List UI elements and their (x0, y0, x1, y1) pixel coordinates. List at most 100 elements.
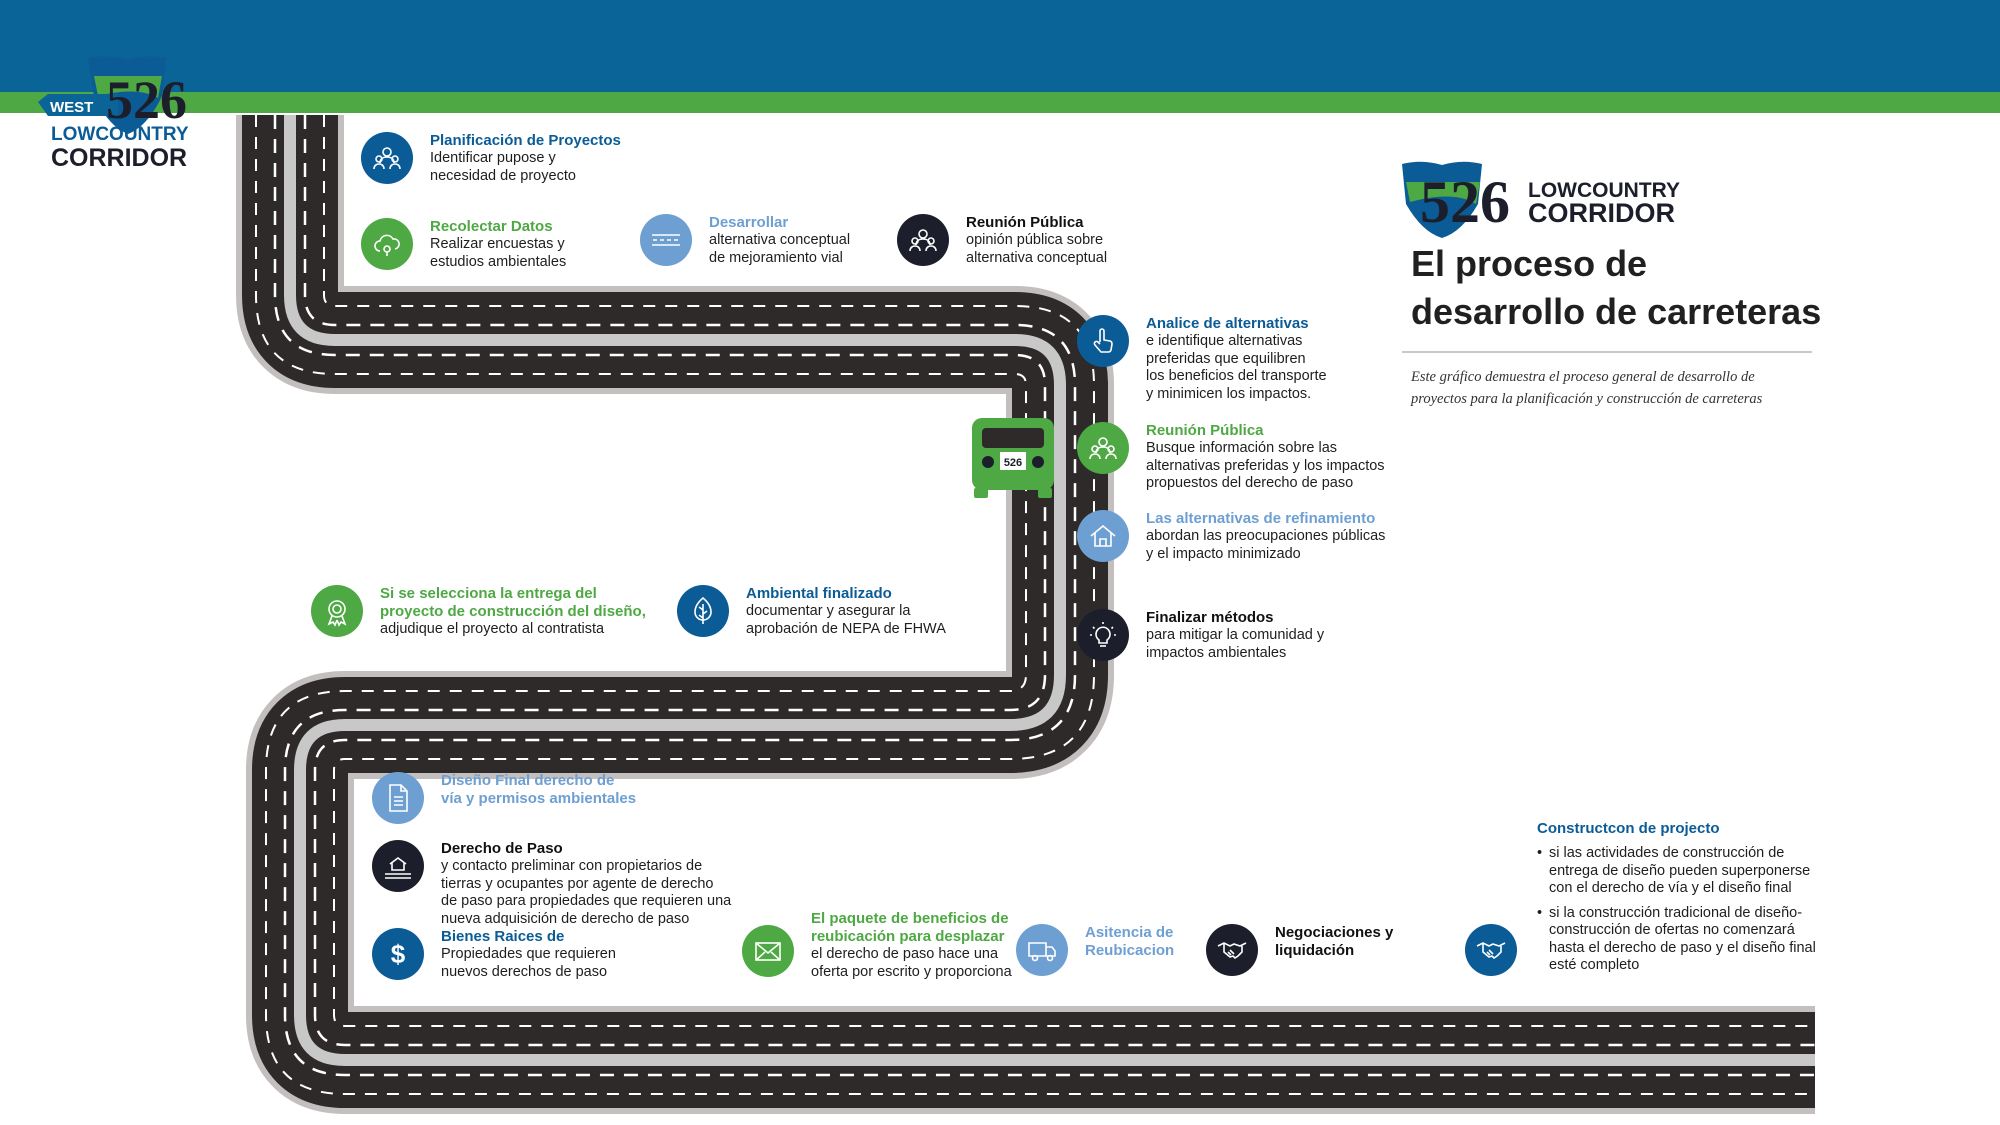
step-desc-line: alternativa conceptual (966, 249, 1108, 266)
envelope-icon (742, 925, 794, 977)
construction-bullet: si las actividades de construcción de en… (1537, 845, 1827, 898)
step-desc-line: necesidad de proyecto (430, 167, 576, 184)
road-icon (640, 214, 692, 266)
step-title: Negociaciones y (1275, 924, 1394, 941)
step-desc-line: alternativa conceptual (709, 232, 851, 248)
step-title: Las alternativas de refinamiento (1146, 510, 1376, 527)
handshake-icon (1465, 924, 1517, 976)
logo-number: 526 (106, 70, 187, 130)
property-icon (372, 840, 424, 892)
step-desc-line: los beneficios del transporte (1146, 368, 1327, 384)
leaf-icon (677, 585, 729, 637)
construction-bullets: si las actividades de construcción de en… (1525, 845, 1827, 982)
logo-main-line1: LOWCOUNTRY (1528, 179, 1680, 202)
title-line2: desarrollo de carreteras (1411, 291, 1822, 332)
west-badge (38, 94, 118, 116)
subtitle-line1: Este gráfico demuestra el proceso genera… (1411, 369, 1755, 385)
step-desc-line: para mitigar la comunidad y (1146, 627, 1325, 643)
step-desc-line: adjudique el proyecto al contratista (380, 621, 605, 637)
step-desc-line: Busque información sobre las (1146, 440, 1338, 456)
logo-line2: CORRIDOR (51, 144, 187, 172)
step-desc-line: de paso para propiedades que requieren u… (441, 893, 732, 909)
logo-badge-text: WEST (50, 99, 93, 116)
green-stripe (0, 92, 2000, 113)
step-desc-line: preferidas que equilibren (1146, 350, 1306, 367)
document-icon (372, 772, 424, 824)
construction-bullet: si la construcción tradicional de diseño… (1537, 905, 1827, 975)
people-icon (361, 132, 413, 184)
handshake-icon (1206, 924, 1258, 976)
step-desc-line: opinión pública sobre (966, 232, 1104, 248)
truck-icon (1016, 924, 1068, 976)
step-desc-line: nueva adquisición de derecho de paso (441, 910, 690, 927)
cloud-icon (361, 218, 413, 270)
step-desc-line: propuestos del derecho de paso (1146, 475, 1354, 491)
step-title: El paquete de beneficios de (811, 910, 1009, 927)
step-title: Planificación de Proyectos (430, 132, 621, 149)
house-icon (1077, 510, 1129, 562)
step-desc-line: y minimicen los impactos. (1146, 385, 1312, 402)
logo-line1: LOWCOUNTRY (51, 124, 189, 145)
step-title: Diseño Final derecho de (441, 772, 615, 789)
step-title: Si se selecciona la entrega del (380, 585, 597, 602)
page-title: El proceso de desarrollo de carreteras (1411, 240, 1831, 336)
step-title: Ambiental finalizado (746, 585, 892, 602)
step-desc-line: documentar y asegurar la (746, 603, 911, 619)
step-title-line2: Reubicacion (1085, 942, 1175, 959)
people-icon (897, 214, 949, 266)
logo-main-number: 526 (1420, 169, 1510, 235)
svg-text:$: $ (391, 939, 406, 969)
step-desc-line: Identificar pupose y (430, 150, 556, 166)
step-desc-line: de mejoramiento vial (709, 249, 843, 266)
step-title: Derecho de Paso (441, 840, 563, 857)
dollar-icon: $ (372, 928, 424, 980)
construction-title: Constructcon de projecto (1537, 820, 1720, 837)
people-icon (1077, 422, 1129, 474)
subtitle: Este gráfico demuestra el proceso genera… (1411, 366, 1831, 410)
step-desc-line: oferta por escrito y proporciona (811, 963, 1012, 980)
step-title: Reunión Pública (966, 214, 1084, 231)
step-title-line2: liquidación (1275, 942, 1355, 959)
step-desc-line: e identifique alternativas (1146, 333, 1303, 349)
step-desc-line: nuevos derechos de paso (441, 963, 608, 980)
title-divider (1402, 351, 1812, 353)
award-icon (311, 585, 363, 637)
step-title: Desarrollar (709, 214, 789, 231)
step-desc-line: estudios ambientales (430, 253, 567, 270)
step-desc-line: Propiedades que requieren (441, 946, 616, 962)
step-desc-line: y el impacto minimizado (1146, 545, 1301, 562)
step-desc-line: aprobación de NEPA de FHWA (746, 620, 946, 637)
step-title: Asitencia de (1085, 924, 1174, 941)
step-desc-line: el derecho de paso hace una (811, 946, 999, 962)
step-title: Bienes Raices de (441, 928, 565, 945)
logo-top-left: WEST 526 LOWCOUNTRY CORRIDOR (38, 56, 189, 172)
hand-pointer-icon (1077, 315, 1129, 367)
step-title: Analice de alternativas (1146, 315, 1309, 332)
car-icon: 526 (972, 418, 1054, 498)
lightbulb-icon (1077, 609, 1129, 661)
step-title: Recolectar Datos (430, 218, 553, 235)
logo-main-line2: CORRIDOR (1528, 198, 1675, 228)
title-line1: El proceso de (1411, 243, 1648, 284)
subtitle-line2: proyectos para la planificación y constr… (1411, 391, 1763, 407)
logo-main: 526 LOWCOUNTRY CORRIDOR (1402, 161, 1680, 238)
step-desc-line: y contacto preliminar con propietarios d… (441, 858, 703, 874)
step-title-line2: vía y permisos ambientales (441, 790, 637, 807)
step-desc-line: tierras y ocupantes por agente de derech… (441, 875, 714, 892)
